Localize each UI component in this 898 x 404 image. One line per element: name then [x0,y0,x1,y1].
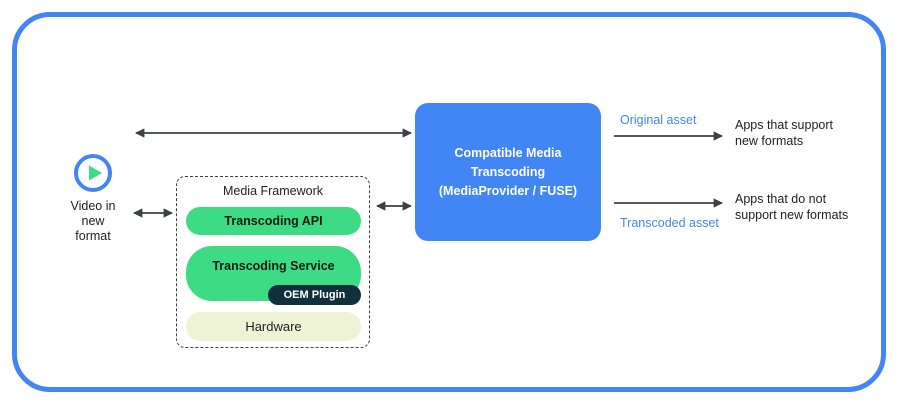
hardware-layer: Hardware [186,312,361,341]
cmt-line-2: Transcoding [470,164,546,179]
oem-plugin-badge: OEM Plugin [268,285,361,305]
media-framework-container [176,176,370,348]
nonsupporting-apps-line-2: support new formats [735,208,849,222]
oem-plugin-label: OEM Plugin [283,289,346,301]
compatible-media-transcoding-box: Compatible Media Transcoding (MediaProvi… [415,103,601,241]
original-asset-label: Original asset [620,113,697,127]
transcoding-api-label: Transcoding API [224,214,323,228]
transcoding-api-layer: Transcoding API [186,207,361,235]
supporting-apps-line-1: Apps that support [735,118,833,132]
cmt-line-3: (MediaProvider / FUSE) [438,183,578,198]
video-source-caption: Video in new format [47,199,139,244]
nonsupporting-apps-caption: Apps that do not support new formats [735,191,848,223]
video-caption-line-3: format [75,229,111,243]
nonsupporting-apps-line-1: Apps that do not [735,192,827,206]
cmt-text-block: Compatible Media Transcoding (MediaProvi… [439,144,577,201]
transcoded-asset-label: Transcoded asset [620,216,719,230]
transcoding-service-label: Transcoding Service [212,259,335,273]
supporting-apps-caption: Apps that support new formats [735,117,833,149]
supporting-apps-line-2: new formats [735,134,804,148]
video-caption-line-1: Video in [70,199,116,213]
video-caption-line-2: new [81,214,105,228]
cmt-line-1: Compatible Media [454,145,562,160]
media-framework-title: Media Framework [222,184,324,198]
hardware-label: Hardware [245,319,302,334]
play-circle-icon [73,153,113,193]
